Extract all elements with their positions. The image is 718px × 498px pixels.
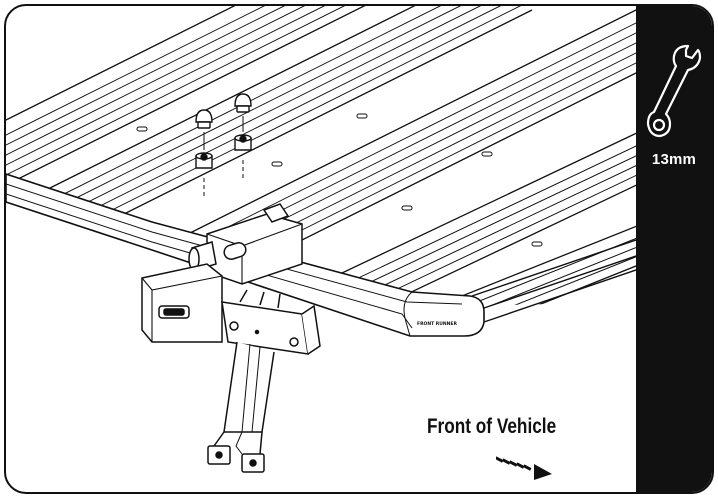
front-of-vehicle-label: Front of Vehicle: [427, 415, 557, 438]
bolt-head: [234, 93, 252, 132]
mounting-bracket: [141, 203, 321, 473]
dashed-arrow-right-icon: [496, 456, 552, 480]
roof-rack-drawing: FRONT RUNNER: [6, 6, 643, 473]
rail-brand-mark: FRONT RUNNER: [417, 321, 457, 327]
tool-sidebar: 13mm: [636, 6, 712, 492]
clamp-bolt: [188, 203, 290, 271]
gutter-hook: [207, 445, 231, 465]
diagram-frame: FRONT RUNNER: [4, 4, 714, 494]
tool-size-label: 13mm: [651, 151, 697, 168]
slat-group: [6, 6, 373, 193]
wrench-icon: [646, 44, 702, 138]
nut: [234, 134, 252, 151]
rack-deck: [6, 6, 642, 307]
slot-marks: [136, 113, 543, 247]
nut: [195, 152, 213, 169]
gutter-hook: [241, 453, 265, 473]
bolt-head: [195, 109, 213, 150]
side-frame-rail: [471, 237, 643, 323]
slat-group: [21, 6, 533, 241]
bolt-hardware: [195, 93, 252, 196]
